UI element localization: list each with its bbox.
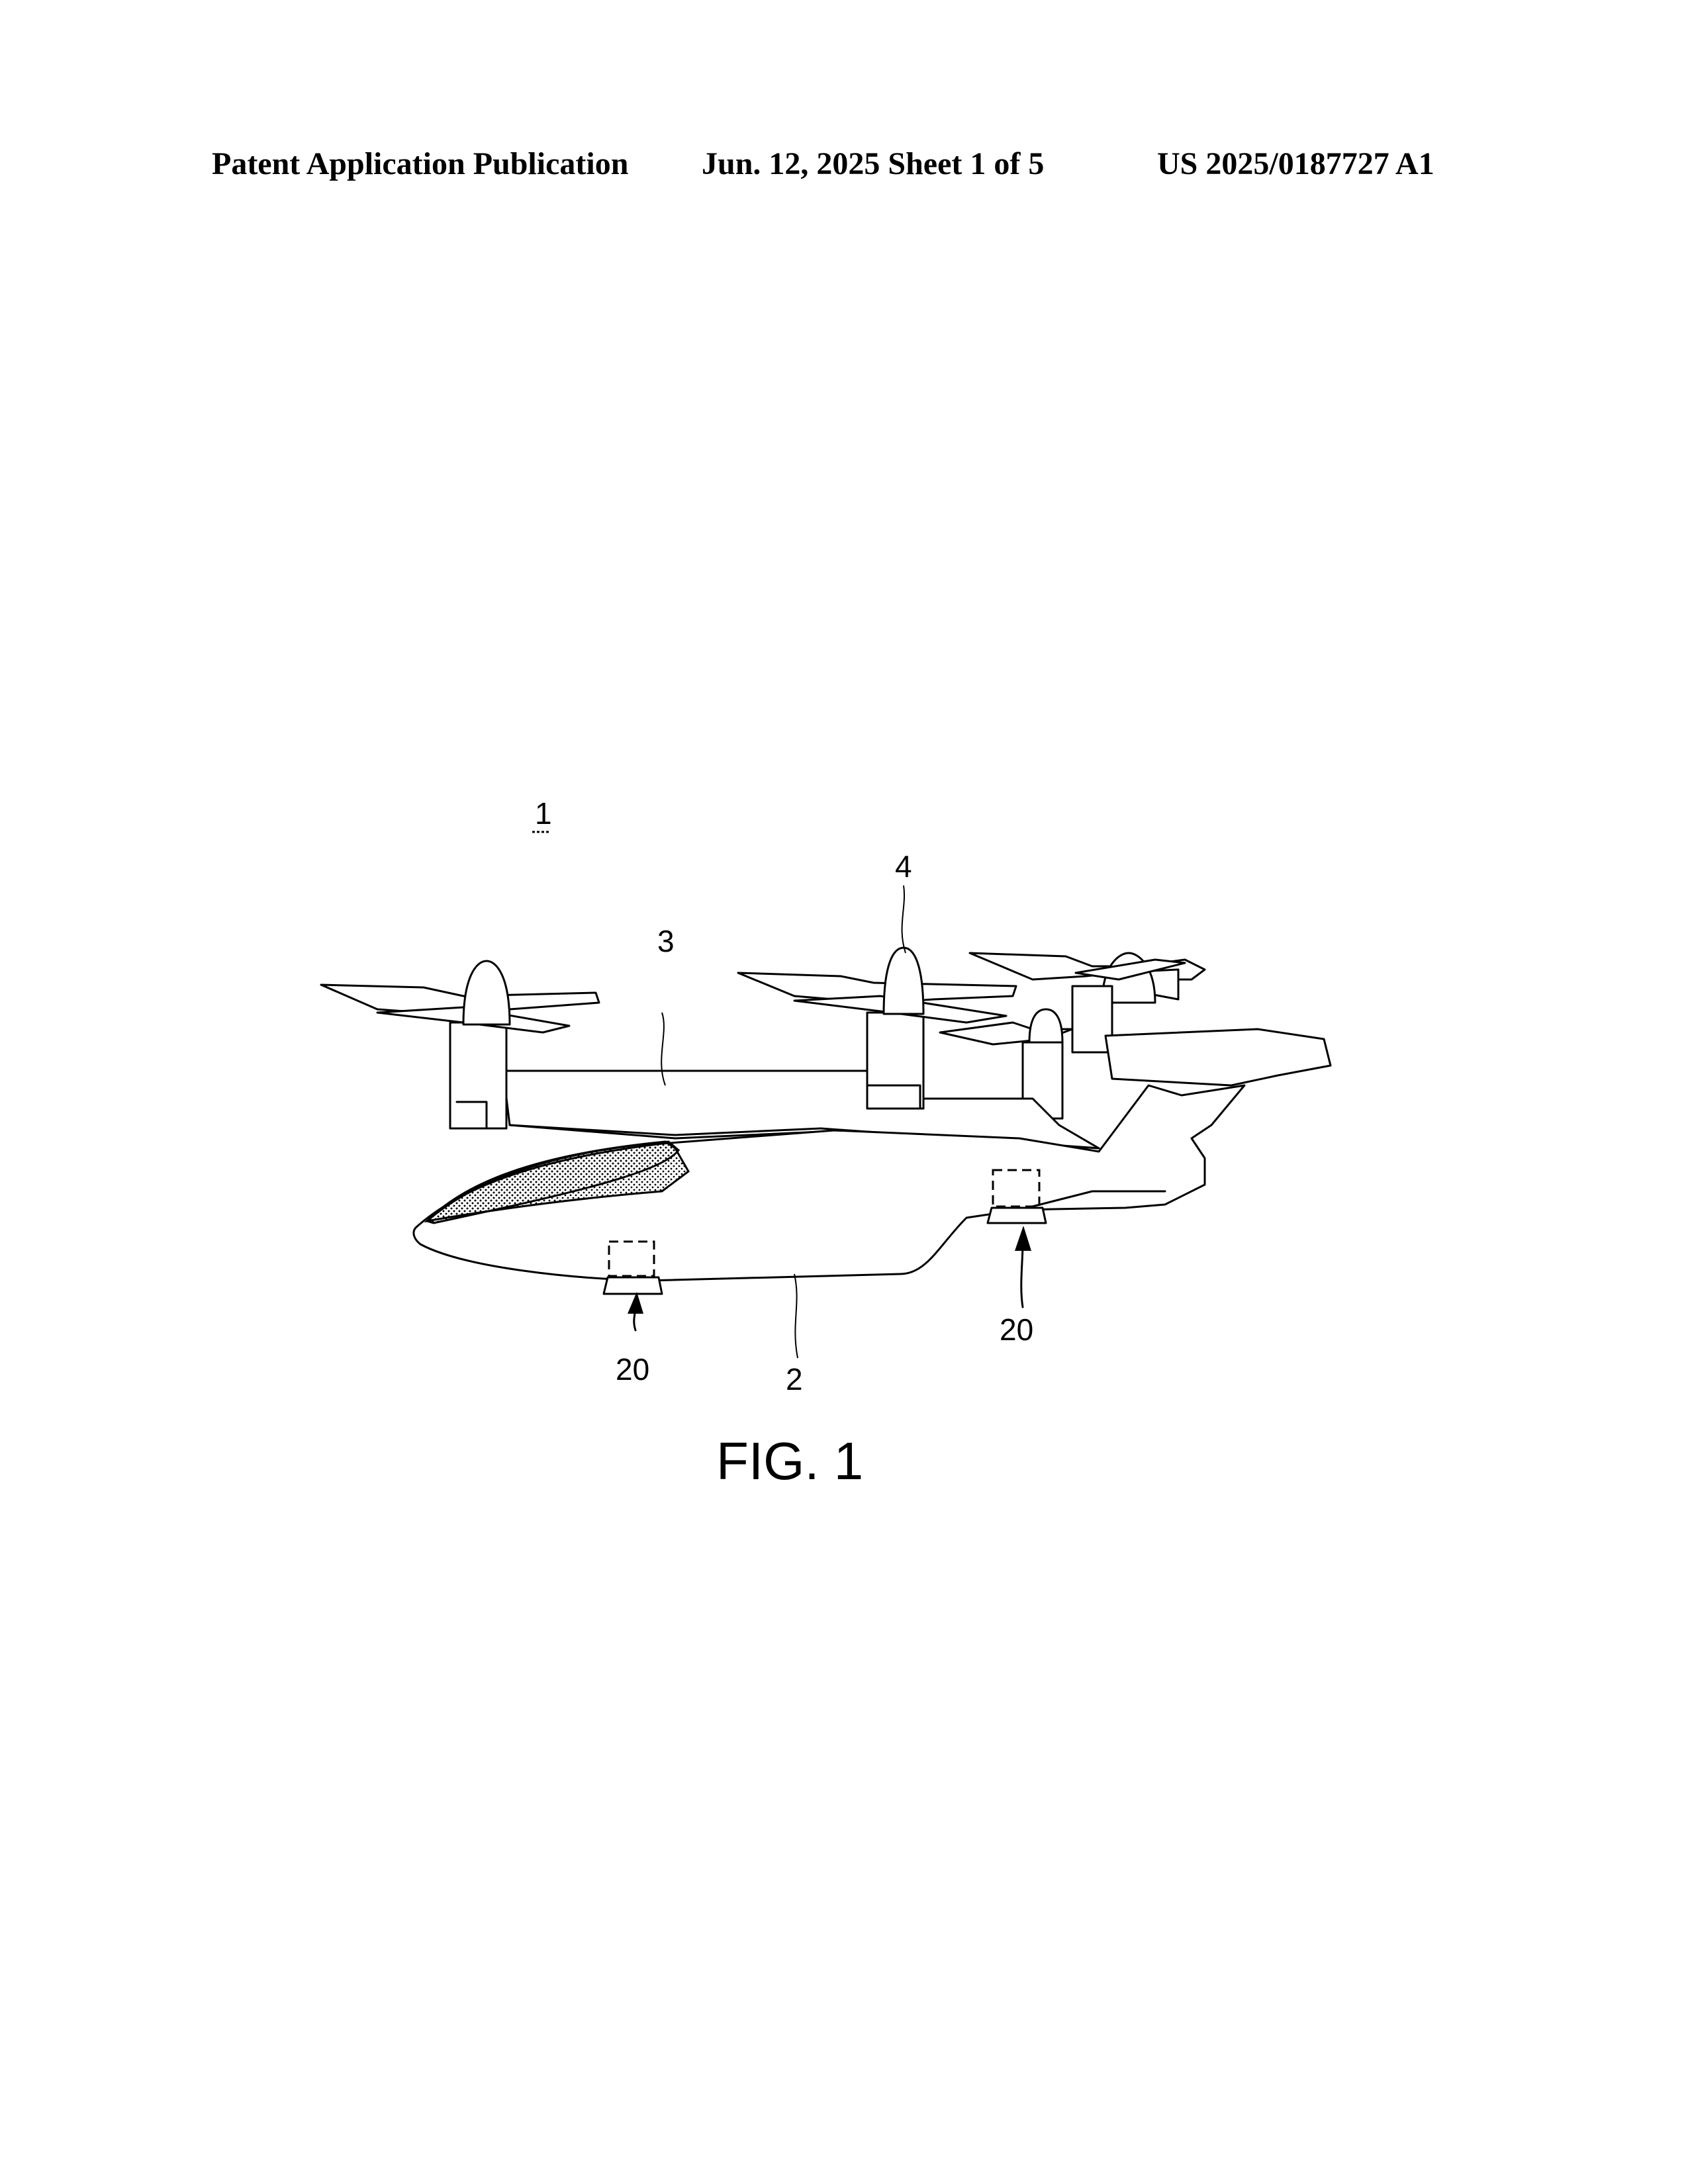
front-gear-wheel: [604, 1277, 662, 1294]
label-front-gear: 20: [616, 1352, 649, 1387]
label-rotor: 4: [895, 849, 912, 884]
leader-fuselage: [794, 1274, 798, 1358]
center-spinner: [884, 948, 923, 1014]
rear-gear-arrow-shaft: [1021, 1244, 1023, 1307]
tail-stabilizer: [1105, 1029, 1331, 1085]
label-rear-gear: 20: [1000, 1312, 1033, 1347]
front-gear-arrowhead: [628, 1292, 643, 1314]
rear-gear-arrowhead: [1015, 1226, 1031, 1251]
rear-inner-spinner: [1029, 1009, 1062, 1042]
left-nacelle: [450, 1023, 506, 1128]
label-aircraft: 1: [535, 796, 552, 831]
label-fuselage: 2: [786, 1362, 803, 1396]
leader-rotor: [902, 886, 906, 953]
figure-caption: FIG. 1: [716, 1432, 863, 1490]
rear-gear-wheel: [988, 1208, 1046, 1223]
left-spinner: [463, 961, 510, 1024]
label-wing: 3: [657, 924, 675, 958]
center-nacelle: [867, 1013, 923, 1109]
